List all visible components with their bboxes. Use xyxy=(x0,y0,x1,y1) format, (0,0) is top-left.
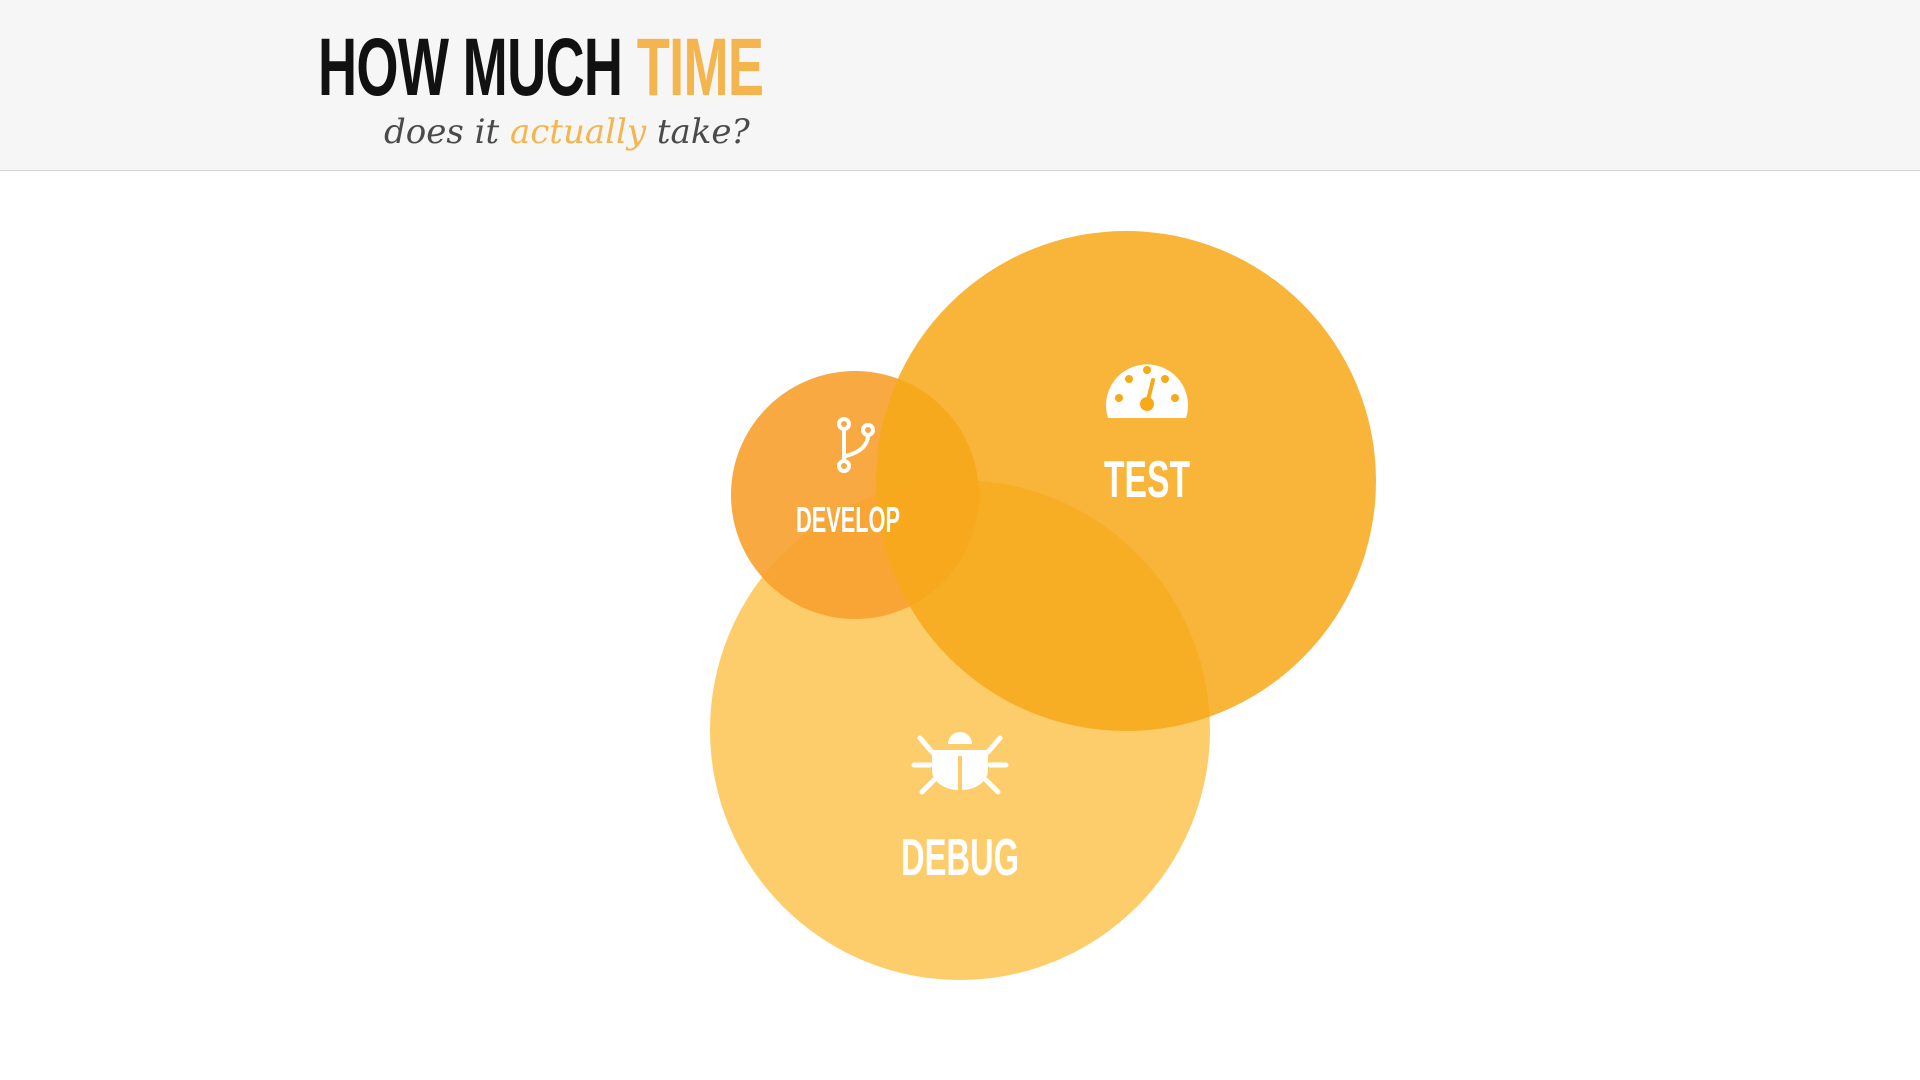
develop-label: DEVELOP xyxy=(796,499,900,540)
title-accent: TIME xyxy=(636,22,764,113)
subtitle-suffix: take? xyxy=(656,112,750,152)
test-circle xyxy=(876,231,1376,731)
debug-label: DEBUG xyxy=(901,829,1019,887)
test-group xyxy=(876,231,1376,731)
title-main: HOW MUCH xyxy=(318,22,623,113)
bug-icon xyxy=(911,732,1009,795)
subtitle-accent: actually xyxy=(509,112,647,152)
page-title: HOW MUCH TIME xyxy=(318,20,764,116)
code-branch-icon xyxy=(837,417,875,473)
test-label: TEST xyxy=(1104,451,1190,509)
page-subtitle: does it actually take? xyxy=(384,108,750,156)
speedometer-icon xyxy=(1106,364,1188,418)
subtitle-prefix: does it xyxy=(384,112,500,152)
header: HOW MUCH TIME does it actually take? xyxy=(0,0,1920,171)
